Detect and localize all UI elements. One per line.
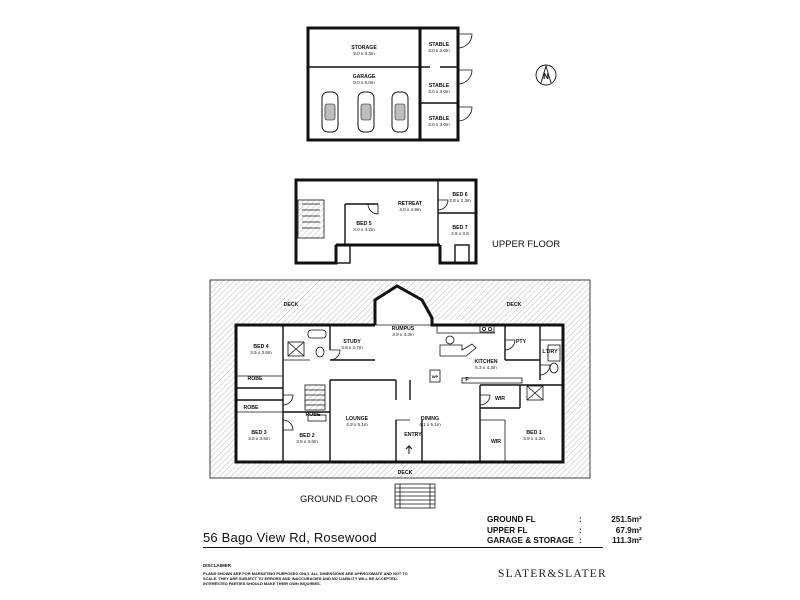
room-storage: STORAGE (351, 45, 377, 51)
area-sep: : (579, 536, 582, 545)
room-bed-3: BED 3 (251, 430, 266, 436)
area-row: GROUND FL : 251.5m² (487, 515, 642, 526)
area-sep: : (579, 525, 582, 535)
car-icon (321, 91, 339, 133)
upper-floor-title: UPPER FLOOR (492, 239, 560, 250)
area-value: 251.5m² (611, 515, 642, 524)
room-bed-7: BED 7 (452, 225, 467, 231)
area-value: 67.9m² (615, 525, 642, 535)
brand-logo: SLATER&SLATER (498, 568, 607, 580)
area-row: UPPER FL : 67.9m² (487, 526, 642, 537)
area-label: UPPER FL (487, 525, 528, 535)
disclaimer-title: DISCLAIMER (203, 563, 231, 568)
disclaimer-text: PLANS SHOWN ARE FOR MARKETING PURPOSES O… (203, 571, 408, 586)
deck-front-label: DECK (398, 470, 413, 476)
room-bed-1: BED 1 (526, 430, 541, 436)
room-bed-7-dim: 2.9 x 3.8 (451, 231, 469, 236)
room-retreat-dim: 4.0 x 4.8m (399, 207, 421, 212)
room-stable-1: STABLE (429, 42, 450, 48)
room-bed-2-dim: 3.5 x 3.6m (296, 439, 318, 444)
room-retreat: RETREAT (398, 201, 423, 207)
robe-label-3: ROBE (306, 412, 322, 418)
room-dining: DINING (421, 416, 439, 422)
entry-label: ENTRY (404, 432, 422, 438)
room-storage-dim: 9.0 x 3.3m (353, 51, 375, 56)
robe-label-1: ROBE (248, 376, 264, 382)
garage-building: STORAGE 9.0 x 3.3m GARAGE 9.0 x 6.0m STA… (306, 26, 473, 142)
laundry-label: L'DRY (542, 349, 558, 355)
north-label: N (543, 72, 549, 81)
room-stable-2: STABLE (429, 83, 450, 89)
room-lounge-dim: 4.9 x 5.1m (346, 422, 368, 427)
area-value: 111.3m² (612, 536, 642, 545)
room-lounge: LOUNGE (346, 416, 369, 422)
room-stable-3: STABLE (429, 116, 450, 122)
robe-label-2: ROBE (244, 405, 260, 411)
room-bed-4: BED 4 (253, 344, 268, 350)
room-study-dim: 3.5 x 2.7m (341, 345, 363, 350)
car-icon (391, 91, 409, 133)
area-row: GARAGE & STORAGE : 111.3m² (487, 536, 642, 547)
room-bed-1-dim: 3.9 x 4.2m (523, 436, 545, 441)
ground-floor: DECK DECK DECK RUMPUS 3.9 x 4.3m STUDY 3… (209, 279, 591, 509)
area-sep: : (579, 515, 582, 524)
room-bed-6: BED 6 (452, 192, 467, 198)
room-study: STUDY (343, 339, 361, 345)
fridge-label: F (465, 377, 468, 383)
room-garage: GARAGE (353, 74, 376, 80)
room-bed-2: BED 2 (299, 433, 314, 439)
room-dining-dim: 4.1 x 5.1m (419, 422, 441, 427)
north-arrow-icon: N (535, 64, 557, 86)
room-stable-1-dim: 3.0 x 3.0m (428, 48, 450, 53)
room-rumpus-dim: 3.9 x 4.3m (392, 332, 414, 337)
room-stable-3-dim: 3.0 x 3.0m (428, 122, 450, 127)
car-icon (357, 91, 375, 133)
room-kitchen: KITCHEN (474, 359, 497, 365)
wir-label-2: WIR (491, 439, 501, 445)
area-label: GARAGE & STORAGE (487, 536, 574, 545)
property-address: 56 Bago View Rd, Rosewood (203, 530, 377, 545)
area-label: GROUND FL (487, 515, 536, 524)
room-bed-5: BED 5 (356, 221, 371, 227)
room-kitchen-dim: 5.3 x 4.3m (475, 365, 497, 370)
pantry-label: PTY (516, 339, 527, 345)
room-stable-2-dim: 3.0 x 3.0m (428, 89, 450, 94)
room-bed-6-dim: 2.8 x 2.3m (449, 198, 471, 203)
wir-label-1: WIR (495, 396, 505, 402)
deck-left-label: DECK (284, 302, 299, 308)
room-bed-3-dim: 3.5 x 3.6m (248, 436, 270, 441)
floor-areas: GROUND FL : 251.5m² UPPER FL : 67.9m² GA… (487, 515, 642, 547)
upper-floor: RETREAT 4.0 x 4.8m BED 5 3.0 x 4.2m BED … (294, 178, 478, 265)
room-rumpus: RUMPUS (392, 326, 415, 332)
room-bed-4-dim: 3.5 x 3.6m (250, 350, 272, 355)
wall-oven-label: WP (432, 374, 439, 379)
room-bed-5-dim: 3.0 x 4.2m (353, 227, 375, 232)
room-garage-dim: 9.0 x 6.0m (353, 80, 375, 85)
ground-floor-title: GROUND FLOOR (300, 494, 378, 505)
deck-right-label: DECK (507, 302, 522, 308)
address-rule (203, 547, 603, 548)
